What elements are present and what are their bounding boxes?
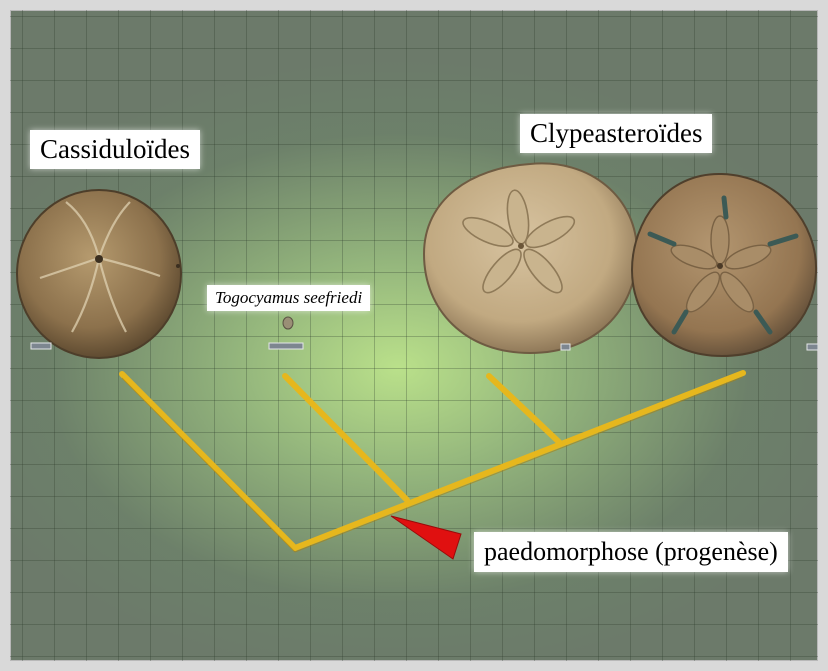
branch-cassiduloides xyxy=(122,374,295,548)
phylogenetic-tree xyxy=(122,373,743,548)
togocyamus-fossil xyxy=(283,317,293,329)
label-togocyamus: Togocyamus seefriedi xyxy=(207,285,370,311)
paedomorphose-arrow xyxy=(391,516,461,559)
label-paedomorphose: paedomorphose (progenèse) xyxy=(474,532,788,572)
clypeasteroid-fossil-right xyxy=(632,174,816,356)
clypeasteroid-fossil-middle xyxy=(424,163,637,353)
diagram-panel: Cassiduloïdes Clypeasteroïdes Togocyamus… xyxy=(10,10,818,661)
cassiduloid-fossil xyxy=(17,190,181,358)
branch-main-stem xyxy=(295,373,743,548)
label-clypeasteroides: Clypeasteroïdes xyxy=(520,114,712,153)
label-cassiduloides: Cassiduloïdes xyxy=(30,130,200,169)
branch-togocyamus xyxy=(285,376,407,500)
branch-clypeasteroides xyxy=(489,376,560,443)
